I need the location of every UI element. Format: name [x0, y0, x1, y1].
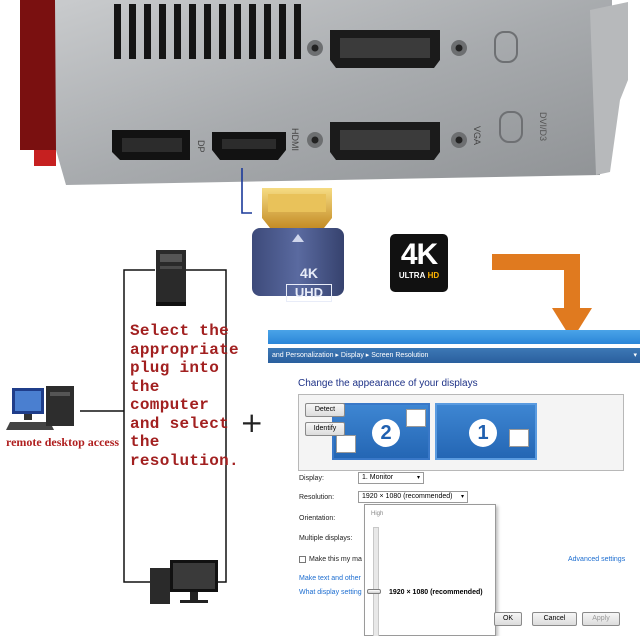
computer-monitor-icon [150, 560, 218, 604]
dp-label: DP [196, 140, 206, 153]
slider-high-label: High [371, 511, 384, 517]
breadcrumb[interactable]: and Personalization ▸ Display ▸ Screen R… [268, 348, 640, 363]
identify-button[interactable]: Identify [305, 422, 345, 436]
breadcrumb-text: and Personalization ▸ Display ▸ Screen R… [272, 352, 429, 359]
badge-4k-text: 4K [400, 238, 438, 271]
plus-sign: + [240, 406, 264, 439]
text-size-link[interactable]: Make text and other [299, 575, 361, 582]
resolution-label: Resolution: [299, 494, 335, 501]
instruction-line: resolution. [130, 451, 239, 470]
display-settings-link[interactable]: What display setting [299, 589, 362, 596]
resolution-dropdown: High 1920 × 1080 (recommended) [364, 504, 496, 636]
instruction-line: the [130, 377, 160, 396]
main-display-label: Make this my ma [309, 556, 362, 563]
resolution-slider-thumb[interactable] [367, 589, 381, 594]
instruction-line: the [130, 433, 160, 451]
detect-button[interactable]: Detect [305, 403, 345, 417]
instruction-line: appropriate [130, 340, 239, 359]
hdmi-dummy-plug [252, 188, 344, 296]
computer-tower-icon [156, 250, 186, 306]
instruction-line: plug into [130, 359, 220, 377]
chevron-down-icon[interactable]: ▾ [633, 352, 637, 359]
connection-diagram [6, 250, 227, 604]
screen-resolution-window: and Personalization ▸ Display ▸ Screen R… [268, 330, 640, 636]
badge-ultra-hd-text: ULTRA HD [398, 271, 440, 280]
main-display-checkbox[interactable] [299, 556, 306, 563]
instruction-text: Select the appropriate plug into the com… [130, 322, 250, 470]
page-title: Change the appearance of your displays [298, 378, 478, 389]
chevron-down-icon: ▾ [460, 494, 464, 500]
dvi-port-top [307, 30, 467, 68]
remote-computer-icon [6, 386, 74, 430]
hdmi-port [212, 132, 286, 160]
apply-button[interactable]: Apply [582, 612, 620, 626]
orientation-label: Orientation: [299, 515, 336, 522]
instruction-line: and select [130, 414, 230, 433]
vga-label: VGA [472, 126, 482, 145]
recommended-resolution-label: 1920 × 1080 (recommended) [389, 589, 483, 596]
window-thumbnail-icon [336, 435, 356, 453]
display-select[interactable]: 1. Monitor ▾ [358, 472, 424, 484]
resolution-select[interactable]: 1920 × 1080 (recommended) ▾ [358, 491, 468, 503]
cancel-button[interactable]: Cancel [532, 612, 577, 626]
display-select-value: 1. Monitor [362, 474, 394, 481]
monitor-number-2: 2 [372, 419, 400, 447]
window-thumbnail-icon [509, 429, 529, 447]
display-label: Display: [299, 475, 324, 482]
resolution-slider-track[interactable] [373, 527, 379, 636]
orange-arrow-icon [492, 254, 592, 340]
instruction-line: computer [130, 396, 210, 414]
remote-desktop-label: remote desktop access [6, 435, 120, 449]
chevron-down-icon: ▾ [416, 475, 420, 481]
graphics-card-bracket: DP HDMI VGA DVI/D3 [20, 0, 628, 214]
monitor-2-tile[interactable]: 2 [332, 403, 430, 460]
resolution-select-value: 1920 × 1080 (recommended) [362, 493, 453, 500]
monitor-number-1: 1 [469, 419, 497, 447]
window-title-bar [268, 330, 640, 344]
plug-label-4k: 4K [300, 265, 318, 281]
vent-slots [114, 4, 301, 59]
4k-ultra-hd-badge: 4K ULTRA HD [390, 234, 448, 292]
plug-label-uhd: UHD [286, 284, 332, 302]
monitor-1-tile[interactable]: 1 [435, 403, 537, 460]
display-preview: 2 1 [298, 394, 624, 471]
ok-button[interactable]: OK [494, 612, 522, 626]
multiple-displays-label: Multiple displays: [299, 535, 353, 542]
instruction-line: Select the [130, 322, 230, 340]
dvi-port-bottom [307, 122, 467, 160]
advanced-settings-link[interactable]: Advanced settings [568, 556, 626, 563]
bracket-text: DVI/D3 [538, 112, 548, 141]
plug-label: 4K UHD [286, 262, 332, 302]
hdmi-label: HDMI [290, 128, 300, 151]
displayport-port [112, 130, 190, 160]
window-thumbnail-icon [406, 409, 426, 427]
